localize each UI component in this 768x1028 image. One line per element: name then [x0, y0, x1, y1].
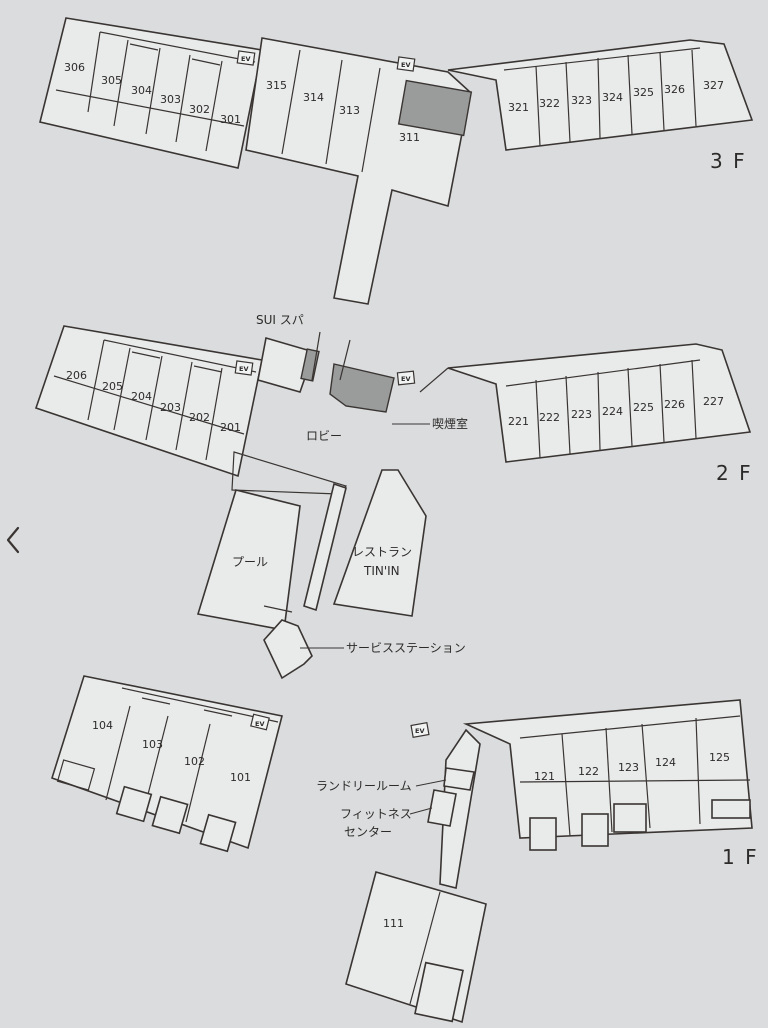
room-104: 104 — [92, 719, 113, 732]
f2-lobby-shaded — [329, 363, 395, 413]
room-301: 301 — [220, 113, 241, 126]
room-313: 313 — [339, 104, 360, 117]
room-221: 221 — [508, 415, 529, 428]
room-326: 326 — [664, 83, 685, 96]
room-223: 223 — [571, 408, 592, 421]
f1-ev-right-label: EV — [415, 727, 424, 735]
f3-left-wing — [39, 17, 263, 169]
f3-ev-right — [396, 56, 416, 72]
room-122: 122 — [578, 765, 599, 778]
f1-terrace-101 — [199, 813, 237, 853]
room-202: 202 — [189, 411, 210, 424]
room-302: 302 — [189, 103, 210, 116]
lobby-label: ロビー — [306, 429, 342, 443]
fitness-center-label-line2: センター — [344, 825, 392, 839]
room-125: 125 — [709, 751, 730, 764]
f1-right-wing — [462, 699, 753, 839]
f1-laundry — [443, 767, 475, 791]
floor-3f: EV EV 306 305 304 303 302 301 315 314 31… — [39, 17, 754, 305]
room-111: 111 — [383, 917, 404, 930]
f1-terrace-122 — [581, 813, 609, 847]
service-station-label: サービスステーション — [346, 641, 466, 655]
room-305: 305 — [101, 74, 122, 87]
floor-label-1f: 1 F — [722, 845, 759, 869]
f2-spa — [257, 336, 316, 393]
smoking-room-label: 喫煙室 — [432, 416, 468, 431]
room-201: 201 — [220, 421, 241, 434]
f3-ev-right-label: EV — [401, 61, 410, 69]
f1-terrace-121 — [529, 817, 557, 851]
f1-left-wing — [51, 675, 283, 850]
f2-service-station — [263, 619, 313, 680]
pool-label: プール — [232, 555, 268, 569]
room-327: 327 — [703, 79, 724, 92]
f3-center-wing — [245, 37, 471, 305]
spa-label: SUI スパ — [256, 313, 304, 327]
f2-corridor — [303, 482, 347, 612]
room-321: 321 — [508, 101, 529, 114]
f1-ev-right — [410, 722, 430, 738]
room-102: 102 — [184, 755, 205, 768]
f2-ev-right-label: EV — [401, 375, 410, 383]
room-225: 225 — [633, 401, 654, 414]
restaurant-name-label: TIN'IN — [363, 564, 400, 578]
room-123: 123 — [618, 761, 639, 774]
room-204: 204 — [131, 390, 152, 403]
room-325: 325 — [633, 86, 654, 99]
chevron-left-icon-svg[interactable] — [2, 520, 24, 560]
f2-ev-right — [396, 370, 416, 386]
room-121: 121 — [534, 770, 555, 783]
room-306: 306 — [64, 61, 85, 74]
room-101: 101 — [230, 771, 251, 784]
room-315: 315 — [266, 79, 287, 92]
room-124: 124 — [655, 756, 676, 769]
room-322: 322 — [539, 97, 560, 110]
f1-terrace-123 — [613, 803, 647, 833]
laundry-room-label: ランドリールーム — [316, 779, 412, 793]
room-324: 324 — [602, 91, 623, 104]
room-203: 203 — [160, 401, 181, 414]
fitness-center-label: フィットネス — [340, 807, 412, 821]
f1-terrace-111 — [414, 961, 464, 1023]
f1-terrace-102 — [151, 795, 189, 835]
room-224: 224 — [602, 405, 623, 418]
f1-ev-left-label: EV — [255, 720, 264, 728]
f3-ev-left-label: EV — [241, 55, 250, 63]
f1-terrace-103 — [115, 785, 153, 823]
room-303: 303 — [160, 93, 181, 106]
room-222: 222 — [539, 411, 560, 424]
f1-fitness — [427, 789, 457, 827]
restaurant-label: レストラン — [352, 545, 412, 559]
room-206: 206 — [66, 369, 87, 382]
room-311: 311 — [399, 131, 420, 144]
room-314: 314 — [303, 91, 324, 104]
f1-terrace-125 — [711, 799, 751, 819]
room-103: 103 — [142, 738, 163, 751]
f1-room-111 — [345, 871, 487, 1024]
room-304: 304 — [131, 84, 152, 97]
f2-ev-left-label: EV — [239, 365, 248, 373]
chevron-left-icon[interactable] — [2, 520, 24, 560]
room-227: 227 — [703, 395, 724, 408]
room-226: 226 — [664, 398, 685, 411]
floor-2f: EV EV 206 205 204 203 202 201 221 222 22… — [34, 313, 753, 680]
floor-1f: EV EV 104 103 102 101 121 122 123 124 12… — [51, 675, 759, 1024]
f2-left-wing — [34, 325, 263, 478]
room-323: 323 — [571, 94, 592, 107]
f1-ev-left — [250, 713, 270, 731]
room-205: 205 — [102, 380, 123, 393]
f2-restaurant — [332, 469, 427, 617]
f3-shaded-room — [397, 79, 473, 137]
f3-ev-left — [236, 50, 256, 66]
f2-spa-shaded — [300, 348, 320, 382]
f2-ev-left — [234, 360, 254, 376]
floor-label-2f: 2 F — [716, 461, 753, 485]
floor-label-3f: 3 F — [710, 149, 747, 173]
